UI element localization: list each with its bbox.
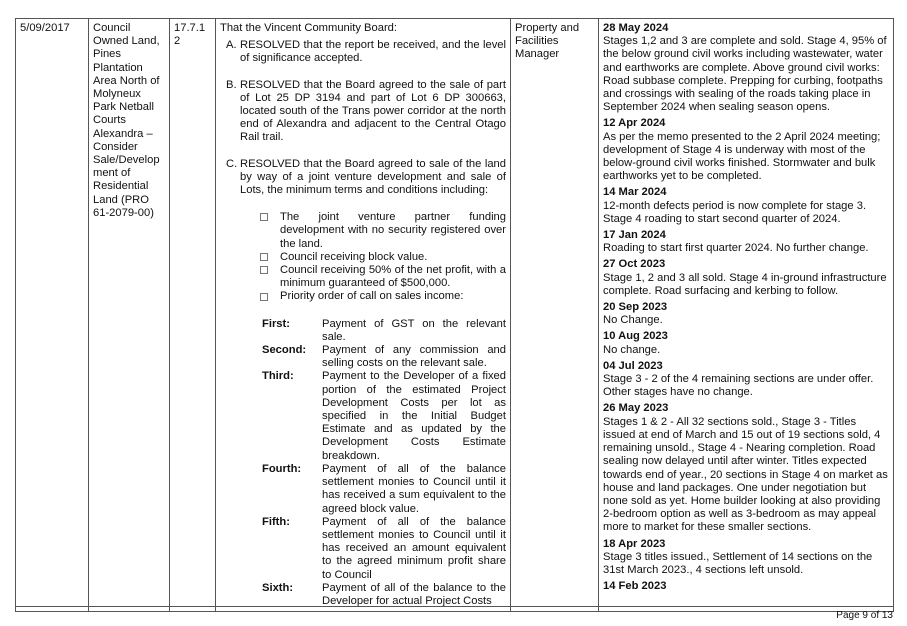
priority-term: First: Payment of GST on the relevant sal…: [262, 318, 506, 344]
term-text: Payment to the Developer of a fixed port…: [322, 370, 506, 462]
update-text: No change.: [603, 343, 661, 356]
list-item: Priority order of call on sales income:: [260, 290, 506, 303]
update-text: Stages 1 & 2 - All 32 sections sold., St…: [603, 415, 888, 534]
item-number-cell: 17.7.1 2: [169, 17, 216, 613]
priority-term: Third: Payment to the Developer of a fixe…: [262, 370, 506, 462]
condition-text: Council receiving block value.: [280, 250, 428, 263]
priority-term: Second: Payment of any commission and sel…: [262, 344, 506, 370]
term-text: Payment of GST on the relevant sale.: [322, 317, 506, 343]
point-label: A.: [226, 39, 237, 52]
condition-text: Council receiving 50% of the net profit,…: [280, 264, 506, 290]
update-date: 14 Feb 2023: [603, 580, 667, 593]
point-text: RESOLVED that the report be received, an…: [240, 39, 506, 65]
meeting-date: 5/09/2017: [20, 22, 70, 34]
action-table: 5/09/2017 Council Owned Land, Pines Plan…: [15, 17, 894, 613]
update-date: 04 Jul 2023: [603, 359, 663, 372]
resolution-point: C.RESOLVED that the Board agreed to sale…: [220, 158, 506, 198]
point-text: RESOLVED that the Board agreed to the sa…: [240, 78, 506, 144]
footer-divider: [15, 606, 894, 607]
resolution-intro: That the Vincent Community Board:: [220, 22, 398, 34]
update-text: As per the memo presented to the 2 April…: [603, 130, 881, 183]
update-text: Stages 1,2 and 3 are complete and sold. …: [603, 35, 887, 114]
table-row: 5/09/2017 Council Owned Land, Pines Plan…: [15, 17, 894, 613]
checkbox-bullet-icon: [260, 266, 268, 275]
condition-text: Priority order of call on sales income:: [280, 290, 464, 303]
update-date: 28 May 2024: [603, 22, 669, 34]
term-text: Payment of all of the balance settlement…: [322, 515, 506, 581]
term-label: Sixth:: [262, 581, 294, 594]
list-item: Council receiving 50% of the net profit,…: [260, 264, 506, 290]
update-date: 17 Jan 2024: [603, 229, 666, 242]
checkbox-bullet-icon: [260, 252, 268, 261]
resolution-cell: That the Vincent Community Board: A.RESO…: [215, 17, 511, 613]
update-text: Stage 3 - 2 of the 4 remaining sections …: [603, 373, 874, 399]
point-label: B.: [226, 78, 237, 91]
page-number: Page 9 of 13: [836, 610, 893, 621]
responsible-cell: Property and Facilities Manager: [510, 17, 599, 613]
subject-cell: Council Owned Land, Pines Plantation Are…: [88, 17, 170, 613]
responsible-officer: Property and Facilities Manager: [515, 22, 580, 61]
priority-order-list: First: Payment of GST on the relevant sal…: [262, 318, 506, 608]
update-text: No Change.: [603, 314, 663, 327]
resolution-point: B.RESOLVED that the Board agreed to the …: [220, 79, 506, 145]
term-text: Payment of all of the balance settlement…: [322, 462, 506, 515]
resolution-points: A.RESOLVED that the report be received, …: [220, 39, 506, 197]
update-text: Roading to start first quarter 2024. No …: [603, 242, 869, 255]
priority-term: Fourth: Payment of all of the balance set…: [262, 463, 506, 516]
list-item: The joint venture partner funding develo…: [260, 211, 506, 251]
priority-term: Fifth: Payment of all of the balance sett…: [262, 516, 506, 582]
term-label: First:: [262, 317, 290, 330]
point-label: C.: [226, 157, 238, 170]
checkbox-bullet-icon: [260, 213, 268, 222]
term-label: Fourth:: [262, 462, 302, 475]
term-label: Third:: [262, 370, 294, 383]
resolution-point: A.RESOLVED that the report be received, …: [220, 39, 506, 65]
point-text: RESOLVED that the Board agreed to sale o…: [240, 157, 506, 197]
update-date: 26 May 2023: [603, 402, 669, 415]
item-number: 17.7.1 2: [174, 22, 206, 48]
update-date: 27 Oct 2023: [603, 258, 666, 271]
update-date: 12 Apr 2024: [603, 117, 666, 130]
update-text: 12-month defects period is now complete …: [603, 199, 867, 225]
update-text: Stage 3 titles issued., Settlement of 14…: [603, 550, 873, 576]
term-label: Fifth:: [262, 515, 290, 528]
subject-text: Council Owned Land, Pines Plantation Are…: [93, 22, 160, 219]
term-text: Payment of any commission and selling co…: [322, 344, 506, 370]
update-date: 10 Aug 2023: [603, 330, 668, 343]
update-date: 18 Apr 2023: [603, 537, 666, 550]
update-date: 14 Mar 2024: [603, 186, 667, 199]
update-date: 20 Sep 2023: [603, 301, 668, 314]
condition-text: The joint venture partner funding develo…: [280, 211, 506, 250]
conditions-list: The joint venture partner funding develo…: [220, 211, 506, 303]
term-label: Second:: [262, 344, 307, 357]
term-text: Payment of all of the balance to the Dev…: [322, 581, 506, 607]
checkbox-bullet-icon: [260, 292, 268, 301]
update-text: Stage 1, 2 and 3 all sold. Stage 4 in-gr…: [603, 271, 887, 297]
page-footer: Page 9 of 13: [0, 606, 907, 626]
meeting-date-cell: 5/09/2017: [15, 17, 89, 613]
list-item: Council receiving block value.: [260, 251, 506, 264]
priority-term: Sixth: Payment of all of the balance to t…: [262, 582, 506, 608]
